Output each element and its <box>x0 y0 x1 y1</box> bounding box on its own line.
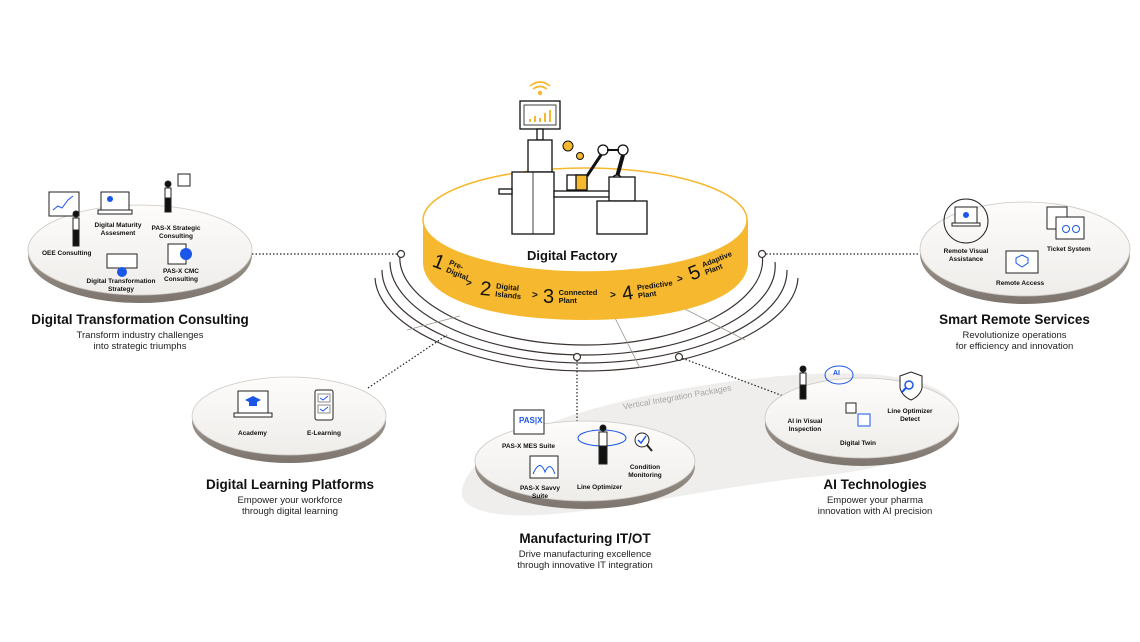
item-digital-twin[interactable]: Digital Twin <box>840 440 876 447</box>
manufacturing-subtitle-2: through innovative IT integration <box>517 560 653 571</box>
item-ticket-system[interactable]: Ticket System <box>1047 246 1091 253</box>
platform-learning <box>191 376 387 463</box>
ai-inspector-person-icon <box>799 365 807 400</box>
learning-icons <box>233 389 334 421</box>
condition-monitoring-icon <box>634 432 653 452</box>
stage-4-number: 4 <box>620 282 635 306</box>
item-e-learning[interactable]: E-Learning <box>307 430 341 437</box>
wifi-icon <box>529 81 551 90</box>
item-line-optimizer[interactable]: Line Optimizer <box>577 484 623 491</box>
item-pasx-savvy-suite[interactable]: PAS-X Savvy Suite <box>520 485 560 500</box>
stage-separator-3: > <box>610 290 616 301</box>
learning-title: Digital Learning Platforms <box>205 477 375 492</box>
item-academy[interactable]: Academy <box>238 430 267 437</box>
stage-separator-2: > <box>532 290 538 301</box>
item-remote-visual-assistance[interactable]: Remote Visual Assistance <box>943 248 989 263</box>
consulting-icons <box>48 173 192 277</box>
strategist-person-icon <box>164 180 172 213</box>
remote-title: Smart Remote Services <box>939 312 1090 327</box>
stage-3-number: 3 <box>543 286 555 308</box>
stage-separator-1: > <box>466 278 472 289</box>
stage-3-label: Connected Plant <box>558 288 598 305</box>
pasx-mes-icon <box>513 409 545 435</box>
consulting-subtitle-1: Transform industry challenges <box>76 330 204 341</box>
laptop-remote-icon <box>951 206 981 227</box>
shield-search-icon <box>899 371 923 401</box>
ai-title: AI Technologies <box>823 477 927 492</box>
item-pasx-cmc[interactable]: PAS-X CMC Consulting <box>163 268 199 283</box>
connector-nodes <box>396 249 767 362</box>
manufacturing-icons <box>513 409 653 479</box>
dotted-connectors <box>252 253 918 445</box>
remote-access-icon <box>1005 250 1039 274</box>
pasx-logo: PAS|X <box>519 416 543 425</box>
digital-twin-icon <box>845 402 871 427</box>
remote-subtitle-2: for efficiency and innovation <box>955 341 1074 352</box>
stage-2-label: Digital Islands <box>494 281 522 302</box>
stage-4-label: Predictive Plant <box>636 278 674 301</box>
platform-consulting <box>27 204 253 303</box>
item-ai-visual-inspection[interactable]: AI in Visual Inspection <box>787 418 823 433</box>
connection-rings <box>374 253 799 372</box>
consulting-subtitle-2: into strategic triumphs <box>93 341 187 352</box>
ai-subtitle-1: Empower your pharma <box>826 495 924 506</box>
learning-subtitle-2: through digital learning <box>241 506 339 517</box>
stage-2-number: 2 <box>479 277 493 301</box>
manufacturing-subtitle-1: Drive manufacturing excellence <box>518 549 652 560</box>
checklist-gear-icon <box>167 243 192 265</box>
factory-illustration <box>498 81 648 235</box>
laptop-gear-icon <box>97 191 133 215</box>
stage-3: 3 Connected Plant <box>543 286 599 309</box>
ring-cross-lines <box>406 307 746 369</box>
item-digital-maturity[interactable]: Digital Maturity Assesment <box>94 222 142 237</box>
line-optimizer-icon <box>577 424 627 465</box>
remote-subtitle-1: Revolutionize operations <box>962 330 1067 341</box>
item-pasx-mes-suite[interactable]: PAS-X MES Suite <box>502 443 555 450</box>
factory-gear-icon <box>106 253 138 277</box>
item-pasx-strategic[interactable]: PAS-X Strategic Consulting <box>151 225 201 240</box>
stage-separator-4: > <box>677 274 683 285</box>
item-line-optimizer-detect[interactable]: Line Optimizer Detect <box>887 408 933 423</box>
elearning-tablet-icon <box>314 389 334 421</box>
remote-icons <box>943 198 1085 274</box>
academy-laptop-icon <box>233 390 273 418</box>
manufacturing-title: Manufacturing IT/OT <box>519 531 651 546</box>
tablet-icon <box>177 173 191 187</box>
ticket-system-icon <box>1046 206 1085 240</box>
item-digital-transformation-strategy[interactable]: Digital Transformation Strategy <box>86 278 156 293</box>
consulting-title: Digital Transformation Consulting <box>31 312 249 327</box>
stage-2: 2 Digital Islands <box>479 278 525 305</box>
item-oee-consulting[interactable]: OEE Consulting <box>42 250 92 257</box>
ai-icons <box>799 365 923 427</box>
learning-subtitle-1: Empower your workforce <box>237 495 343 506</box>
item-remote-access[interactable]: Remote Access <box>996 280 1045 287</box>
pasx-savvy-icon <box>529 455 559 479</box>
person-icon <box>72 210 80 247</box>
item-condition-monitoring[interactable]: Condition Monitoring <box>628 464 662 479</box>
ai-subtitle-2: innovation with AI precision <box>817 506 933 517</box>
ai-badge: AI <box>833 370 840 377</box>
digital-factory-title: Digital Factory <box>527 248 618 263</box>
